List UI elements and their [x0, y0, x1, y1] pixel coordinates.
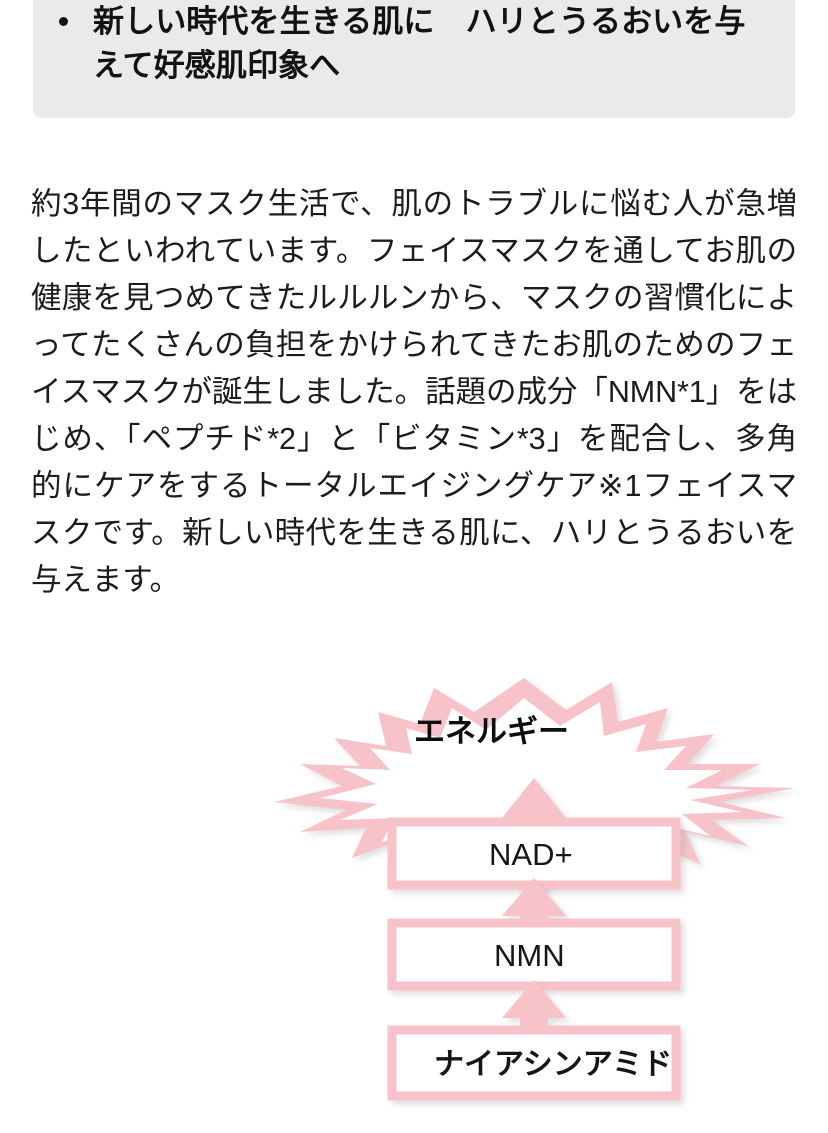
metabolism-flow-diagram: エネルギー NAD+ NMN ナイアシンアミド — [0, 660, 828, 1133]
bullet-dot-icon — [59, 17, 68, 26]
arrow-niacinamide-to-nmn — [502, 980, 566, 1064]
node-niacinamide-rect — [387, 1025, 681, 1101]
node-nmn: NMN — [387, 918, 681, 991]
heading-text: 新しい時代を生きる肌に ハリとうるおいを与えて好感肌印象へ — [93, 4, 746, 84]
body-paragraph: 約3年間のマスク生活で、肌のトラブルに悩む人が急増したといわれています。フェイス… — [31, 186, 797, 597]
burst-label: エネルギー — [414, 714, 569, 750]
arrow-up-icon — [502, 980, 566, 1064]
heading-bullet-item: 新しい時代を生きる肌に ハリとうるおいを与えて好感肌印象へ — [55, 0, 773, 88]
diagram-svg: エネルギー NAD+ NMN ナイアシンアミド — [274, 678, 795, 1101]
heading-callout-box: 新しい時代を生きる肌に ハリとうるおいを与えて好感肌印象へ — [33, 0, 795, 118]
heading-bullet-list: 新しい時代を生きる肌に ハリとうるおいを与えて好感肌印象へ — [55, 0, 773, 88]
node-nmn-label: NMN — [494, 938, 565, 973]
node-niacinamide-label: ナイアシンアミド — [434, 1047, 672, 1082]
node-nad-rect — [387, 817, 681, 890]
node-niacinamide: ナイアシンアミド — [387, 1025, 681, 1101]
node-nad-label: NAD+ — [489, 837, 573, 872]
node-nad: NAD+ — [387, 817, 681, 890]
